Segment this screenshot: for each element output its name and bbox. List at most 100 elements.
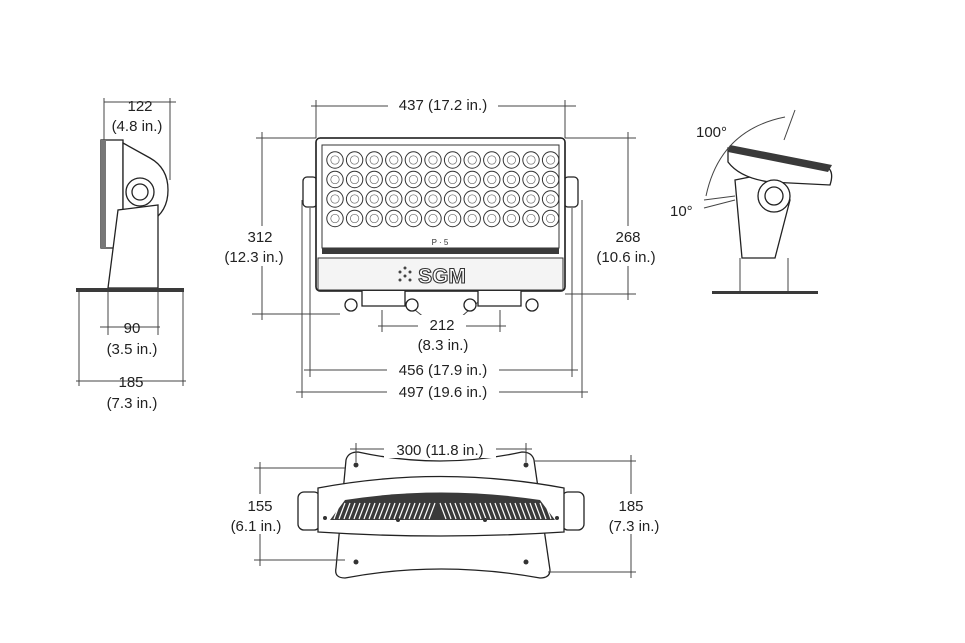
led-lens <box>366 152 382 168</box>
led-lens <box>503 191 519 207</box>
led-lens <box>444 210 460 226</box>
side-depth-in: (4.8 in.) <box>112 118 163 135</box>
top-hole-4 <box>524 560 529 565</box>
led-lens <box>484 210 500 226</box>
led-lens <box>444 171 460 187</box>
front-foot-knob-2 <box>406 299 418 311</box>
led-lens <box>503 210 519 226</box>
side-base-outer-mm: 185 <box>118 374 143 391</box>
tilt-up-label: 100° <box>696 124 727 141</box>
side-view-front-lens <box>101 140 106 248</box>
foot-spacing-mm: 212 <box>429 317 454 334</box>
led-lens <box>346 210 362 226</box>
led-lens <box>405 171 421 187</box>
side-view-base-plate <box>76 288 184 292</box>
led-lens <box>484 191 500 207</box>
led-lens <box>464 152 480 168</box>
front-model-label: P · 5 <box>432 238 449 247</box>
led-lens <box>366 171 382 187</box>
front-handle-left <box>303 177 317 207</box>
led-lens <box>484 171 500 187</box>
sgm-logo-text: SGM <box>418 265 466 288</box>
total-width-label: 497 (19.6 in.) <box>399 384 487 401</box>
tilt-view: 100° 10° <box>670 110 832 294</box>
led-lens <box>405 152 421 168</box>
side-view: 122 (4.8 in.) 90 (3.5 in.) 185 (7.3 in.) <box>76 98 186 412</box>
led-lens <box>503 171 519 187</box>
led-lens <box>523 191 539 207</box>
led-lens <box>523 210 539 226</box>
front-housing-height-in: (10.6 in.) <box>596 249 655 266</box>
front-view: P · 5 SGM 437 (17.2 in.) 312 (12.3 in.) <box>222 95 664 401</box>
side-base-inner-in: (3.5 in.) <box>107 341 158 358</box>
led-lens <box>327 210 343 226</box>
front-housing-height-mm: 268 <box>615 229 640 246</box>
led-lens <box>464 210 480 226</box>
top-depth-left-mm: 155 <box>247 498 272 515</box>
foot-spacing-in: (8.3 in.) <box>418 337 469 354</box>
led-lens <box>425 171 441 187</box>
led-lens <box>444 191 460 207</box>
led-lens <box>346 152 362 168</box>
led-lens <box>366 191 382 207</box>
top-depth-right-in: (7.3 in.) <box>609 518 660 535</box>
led-lens <box>523 152 539 168</box>
front-foot-knob-1 <box>345 299 357 311</box>
top-endcap-right <box>562 492 584 530</box>
led-lens <box>327 171 343 187</box>
led-lens <box>346 191 362 207</box>
led-lens <box>327 152 343 168</box>
bracket-width-label: 456 (17.9 in.) <box>399 362 487 379</box>
led-lens <box>405 210 421 226</box>
top-hole-3 <box>354 560 359 565</box>
hole-spacing-label: 300 (11.8 in.) <box>396 442 483 459</box>
front-foot-knob-3 <box>464 299 476 311</box>
led-lens <box>542 171 558 187</box>
led-lens <box>464 171 480 187</box>
led-lens <box>386 210 402 226</box>
led-lens <box>503 152 519 168</box>
side-depth-mm: 122 <box>127 98 152 115</box>
led-lens <box>484 152 500 168</box>
tilt-up-tick <box>784 110 795 140</box>
tilt-knob-center <box>765 187 783 205</box>
top-hole-1 <box>354 463 359 468</box>
top-depth-left-in: (6.1 in.) <box>231 518 282 535</box>
front-handle-right <box>564 177 578 207</box>
led-lens <box>327 191 343 207</box>
led-lens <box>542 210 558 226</box>
side-base-outer-in: (7.3 in.) <box>107 395 158 412</box>
led-lens <box>386 191 402 207</box>
side-view-knob-center <box>132 184 148 200</box>
front-width-label: 437 (17.2 in.) <box>399 97 487 114</box>
top-view: 300 (11.8 in.) 155 (6.1 in.) 185 (7.3 in… <box>222 440 668 578</box>
led-lens <box>405 191 421 207</box>
led-lens <box>386 171 402 187</box>
top-endcap-left <box>298 492 320 530</box>
front-foot-right <box>478 291 521 306</box>
front-height-mm: 312 <box>247 229 272 246</box>
led-lens <box>464 191 480 207</box>
led-lens <box>366 210 382 226</box>
led-lens <box>523 171 539 187</box>
front-foot-left <box>362 291 405 306</box>
tilt-down-label: 10° <box>670 203 693 220</box>
top-hole-2 <box>524 463 529 468</box>
side-base-inner-mm: 90 <box>124 320 141 337</box>
front-height-in: (12.3 in.) <box>224 249 283 266</box>
led-lens <box>542 191 558 207</box>
led-lens <box>425 210 441 226</box>
led-lens <box>346 171 362 187</box>
top-depth-right-mm: 185 <box>618 498 643 515</box>
led-lens <box>542 152 558 168</box>
front-foot-knob-4 <box>526 299 538 311</box>
led-lens <box>444 152 460 168</box>
led-lens <box>386 152 402 168</box>
led-lens <box>425 191 441 207</box>
tilt-down-line-1 <box>704 196 735 200</box>
tilt-down-line-2 <box>704 200 735 208</box>
tilt-base-plate <box>712 291 818 294</box>
front-dark-strip <box>322 248 559 254</box>
led-lens <box>425 152 441 168</box>
